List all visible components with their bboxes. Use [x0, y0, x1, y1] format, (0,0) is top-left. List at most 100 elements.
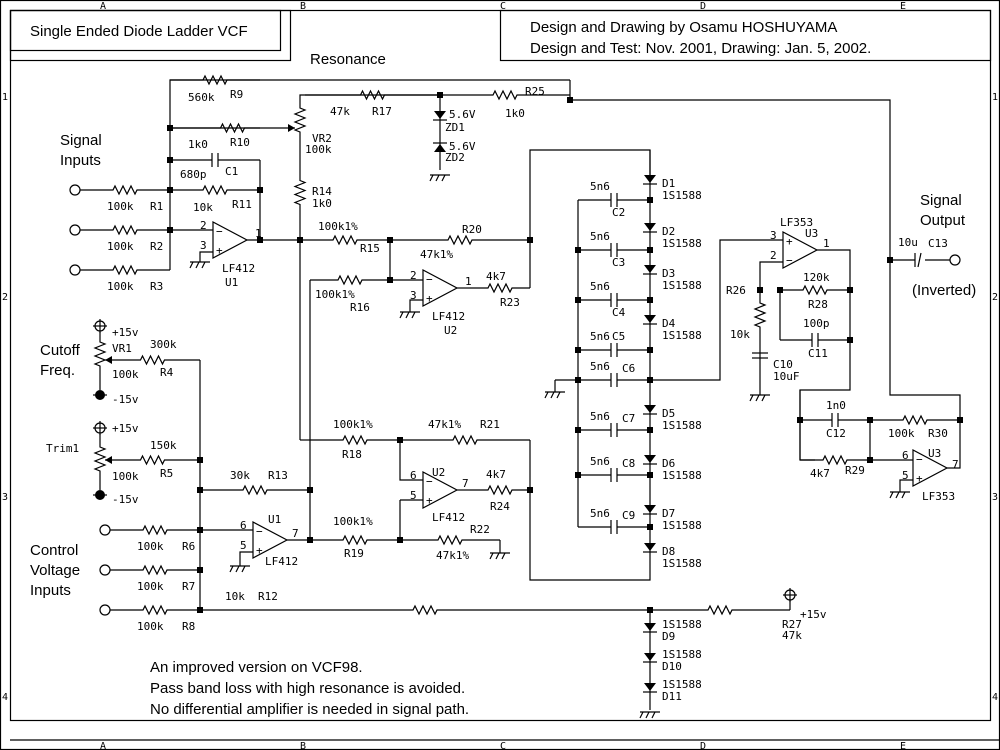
resistor-r19	[310, 534, 400, 546]
resistor-r30	[870, 414, 960, 426]
inverted-label: (Inverted)	[912, 282, 976, 299]
svg-text:−: −	[786, 254, 793, 267]
resistor-ref: R19	[344, 547, 364, 560]
author-line: Design and Drawing by Osamu HOSHUYAMA	[530, 19, 837, 36]
svg-text:+: +	[426, 494, 433, 507]
resistor-ref: R13	[268, 469, 288, 482]
resistor-value: 100k1%	[333, 515, 373, 528]
junction	[647, 297, 653, 303]
capacitor-c6	[578, 373, 650, 387]
diode-ref: D4	[662, 317, 676, 330]
resistor-r18	[310, 434, 400, 446]
resistor-ref: R12	[258, 590, 278, 603]
svg-text:Inputs: Inputs	[60, 152, 101, 169]
input-terminal	[949, 254, 961, 266]
resistor-ref: R8	[182, 620, 195, 633]
capacitor-ref: C9	[622, 509, 635, 522]
svg-text:2: 2	[2, 292, 8, 303]
author-box	[499, 9, 992, 62]
resistor-ref: R21	[480, 418, 500, 431]
wire	[650, 239, 783, 381]
resistor-r12	[200, 604, 650, 616]
junction	[575, 247, 581, 253]
resistor-value: 560k	[188, 91, 215, 104]
resistor-ref: R16	[350, 301, 370, 314]
resistor-ref: R15	[360, 242, 380, 255]
rail-label: +15v	[112, 422, 139, 435]
junction	[887, 257, 893, 263]
resistor-ref: R18	[342, 448, 362, 461]
resistor-ref: R20	[462, 223, 482, 236]
opamp-ref: U2	[432, 466, 445, 479]
resistor-value: 10k	[225, 590, 245, 603]
resistor-value: 30k	[230, 469, 250, 482]
zener-value: 5.6V	[449, 140, 476, 153]
wire	[529, 149, 651, 288]
resistor-r11	[170, 184, 260, 196]
junction	[647, 427, 653, 433]
ground-icon	[749, 394, 770, 402]
resistor-value: 100k	[137, 620, 164, 633]
wire	[399, 440, 423, 481]
svg-text:−: −	[426, 273, 433, 286]
svg-text:4: 4	[2, 692, 8, 703]
ground-icon	[229, 565, 250, 573]
resistor-r10	[170, 122, 295, 134]
resistor-ref: R7	[182, 580, 195, 593]
resistor-r22	[400, 534, 500, 546]
resistor-r2	[80, 224, 170, 236]
pin-number: 1	[823, 237, 830, 250]
pin-number: 6	[240, 519, 247, 532]
ground-icon	[639, 711, 660, 719]
svg-text:−: −	[426, 475, 433, 488]
resistor-r7	[110, 564, 200, 576]
diode-d8	[643, 543, 657, 553]
diode-d7	[643, 505, 657, 515]
resistor-r3	[80, 264, 170, 276]
svg-text:C: C	[500, 741, 506, 750]
svg-text:3: 3	[992, 492, 998, 503]
capacitor-value: 5n6	[590, 180, 610, 193]
zener-value: 5.6V	[449, 108, 476, 121]
resistor-r24	[470, 484, 530, 496]
resistor-value: 150k	[150, 439, 177, 452]
pot-value: 100k	[305, 143, 332, 156]
opamp-u2a: −+	[422, 269, 459, 307]
capacitor-c12	[800, 413, 870, 427]
resistor-value: 100k1%	[318, 220, 358, 233]
resistor-value: 100k	[137, 540, 164, 553]
capacitor-ref: C2	[612, 206, 625, 219]
input-terminal	[69, 184, 81, 196]
cutoff-label: Cutoff	[40, 342, 81, 359]
resistor-ref: R27	[782, 618, 802, 631]
resistor-ref: R28	[808, 298, 828, 311]
junction	[527, 487, 533, 493]
date-line: Design and Test: Nov. 2001, Drawing: Jan…	[530, 40, 871, 57]
resistor-r13	[200, 484, 310, 496]
pin-number: 1	[465, 275, 472, 288]
capacitor-value: 10u	[898, 236, 918, 249]
resistor-vr2	[293, 100, 307, 140]
rail-label: +15v	[112, 326, 139, 339]
wire	[239, 551, 253, 566]
capacitor-value: 10uF	[773, 370, 800, 383]
resistor-value: 10k	[730, 328, 750, 341]
diode-part: 1S1588	[662, 279, 702, 292]
resistor-ref: R24	[490, 500, 510, 513]
resistor-value: 100k1%	[333, 418, 373, 431]
resistor-ref: R1	[150, 200, 163, 213]
svg-text:+: +	[916, 472, 923, 485]
svg-text:D: D	[700, 741, 706, 750]
resistor-ref: R22	[470, 523, 490, 536]
diode-d1	[643, 175, 657, 185]
svg-text:+: +	[786, 235, 793, 248]
diode-part: 1S1588	[662, 678, 702, 691]
ground-icon	[429, 174, 450, 182]
resistor-value: 4k7	[810, 467, 830, 480]
diode-ref: D6	[662, 457, 675, 470]
pot-value: 100k	[112, 368, 139, 381]
positive-rail-icon	[93, 319, 107, 333]
svg-text:−: −	[216, 225, 223, 238]
opamp-part: LF353	[780, 216, 813, 229]
junction	[647, 247, 653, 253]
